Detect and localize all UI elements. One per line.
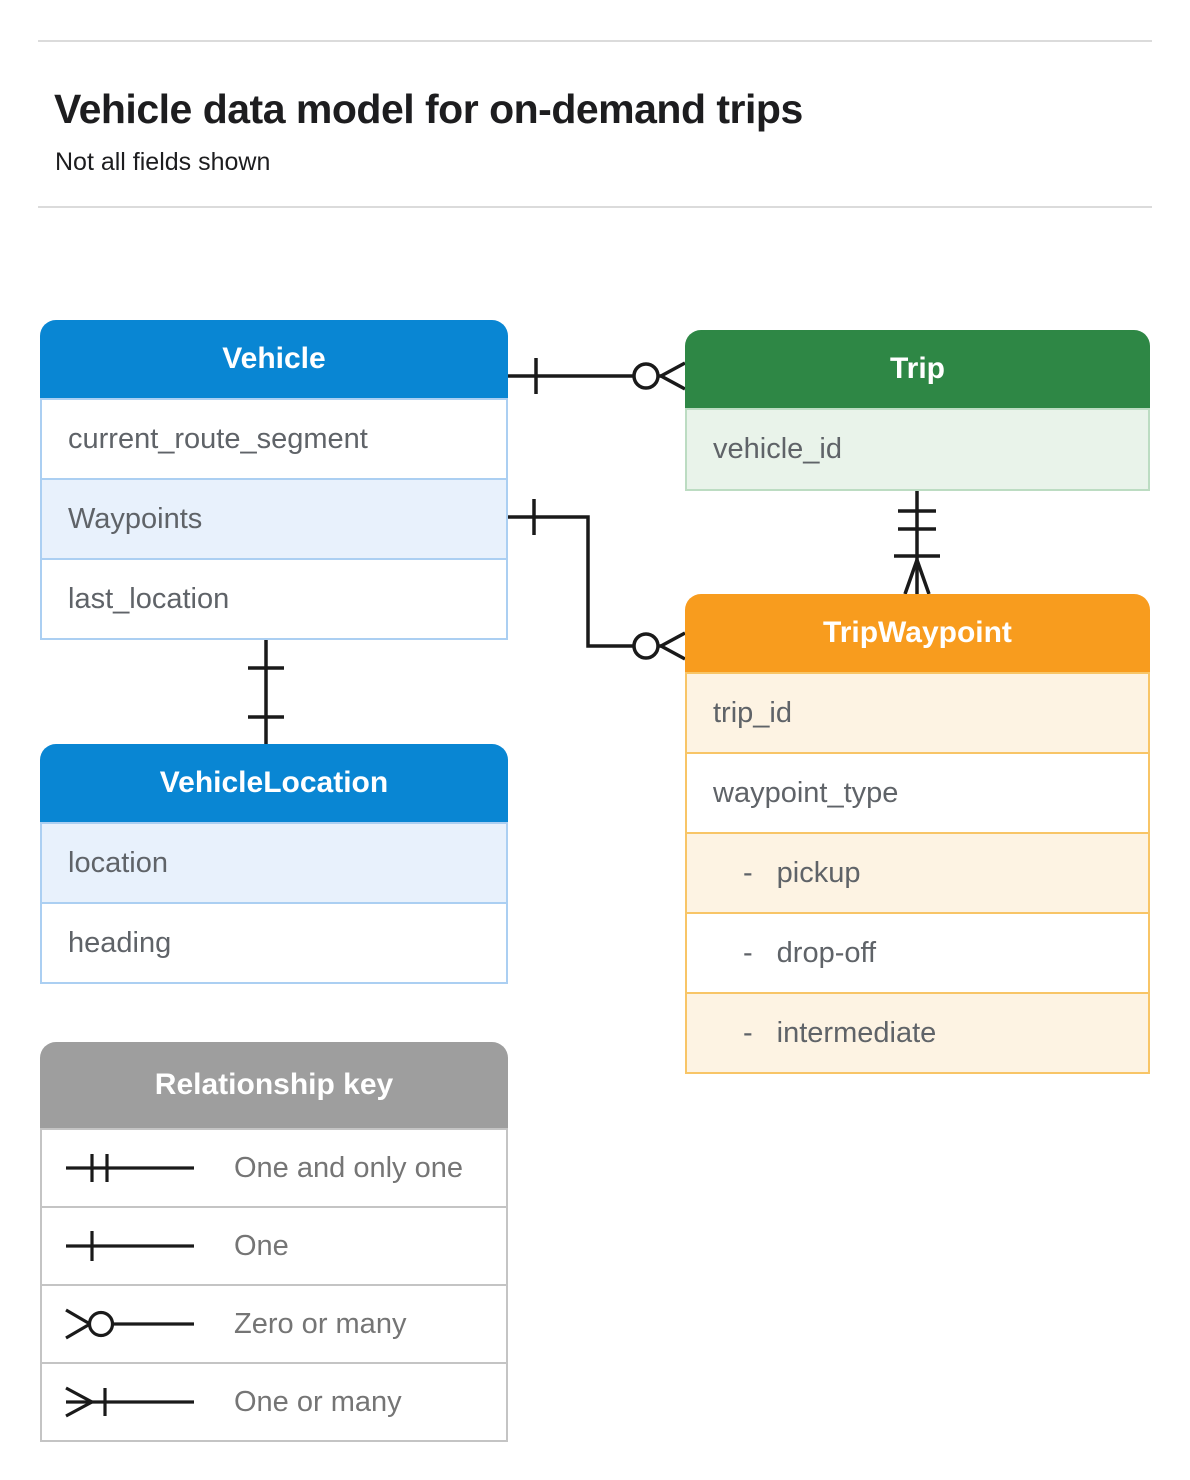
field-heading: heading (42, 902, 506, 982)
relationship-key: Relationship key One and only one One (40, 1042, 508, 1442)
entity-trip-fields: vehicle_id (685, 408, 1150, 491)
connector-trip-tripwaypoint (894, 489, 940, 595)
relationship-key-items: One and only one One Zero or many (40, 1128, 508, 1442)
top-divider (38, 40, 1152, 42)
field-vehicle-id: vehicle_id (687, 408, 1148, 489)
enum-intermediate: -intermediate (687, 992, 1148, 1072)
page-subtitle: Not all fields shown (55, 148, 271, 176)
enum-dash: - (743, 1016, 753, 1049)
legend-item-one-or-many: One or many (42, 1362, 506, 1440)
connector-waypoints-tripwaypoint (508, 499, 686, 661)
entity-vehicle: Vehicle current_route_segment Waypoints … (40, 320, 508, 640)
one-and-only-one-icon (66, 1154, 194, 1182)
legend-label: One (234, 1229, 289, 1262)
enum-dash: - (743, 856, 753, 889)
enum-intermediate-label: intermediate (776, 1016, 937, 1049)
entity-vehicle-fields: current_route_segment Waypoints last_loc… (40, 398, 508, 640)
enum-drop-off: -drop-off (687, 912, 1148, 992)
legend-label: Zero or many (234, 1307, 407, 1340)
enum-drop-off-label: drop-off (776, 936, 877, 969)
enum-dash: - (743, 936, 753, 969)
connector-vehicle-vehiclelocation (248, 636, 284, 744)
entity-tripwaypoint: TripWaypoint trip_id waypoint_type -pick… (685, 594, 1150, 1074)
entity-trip-title: Trip (685, 330, 1150, 408)
field-waypoint-type: waypoint_type (687, 752, 1148, 832)
entity-trip: Trip vehicle_id (685, 330, 1150, 491)
connector-vehicle-trip (508, 358, 686, 394)
legend-label: One or many (234, 1385, 402, 1418)
entity-vehiclelocation-fields: location heading (40, 822, 508, 984)
header-divider (38, 206, 1152, 208)
enum-pickup: -pickup (687, 832, 1148, 912)
legend-item-zero-or-many: Zero or many (42, 1284, 506, 1362)
legend-label: One and only one (234, 1151, 463, 1184)
field-trip-id: trip_id (687, 672, 1148, 752)
field-last-location: last_location (42, 558, 506, 638)
entity-vehicle-title: Vehicle (40, 320, 508, 398)
legend-item-one: One (42, 1206, 506, 1284)
one-or-many-icon (65, 1386, 194, 1418)
entity-tripwaypoint-title: TripWaypoint (685, 594, 1150, 672)
entity-vehiclelocation: VehicleLocation location heading (40, 744, 508, 984)
entity-tripwaypoint-fields: trip_id waypoint_type -pickup -drop-off … (685, 672, 1150, 1074)
relationship-key-title: Relationship key (40, 1042, 508, 1128)
page-title: Vehicle data model for on-demand trips (54, 86, 803, 132)
enum-pickup-label: pickup (776, 856, 861, 889)
one-icon (66, 1231, 194, 1261)
zero-or-many-icon (65, 1308, 194, 1340)
entity-vehiclelocation-title: VehicleLocation (40, 744, 508, 822)
field-current-route-segment: current_route_segment (42, 398, 506, 478)
field-waypoints: Waypoints (42, 478, 506, 558)
legend-item-one-and-only-one: One and only one (42, 1128, 506, 1206)
field-location: location (42, 822, 506, 902)
